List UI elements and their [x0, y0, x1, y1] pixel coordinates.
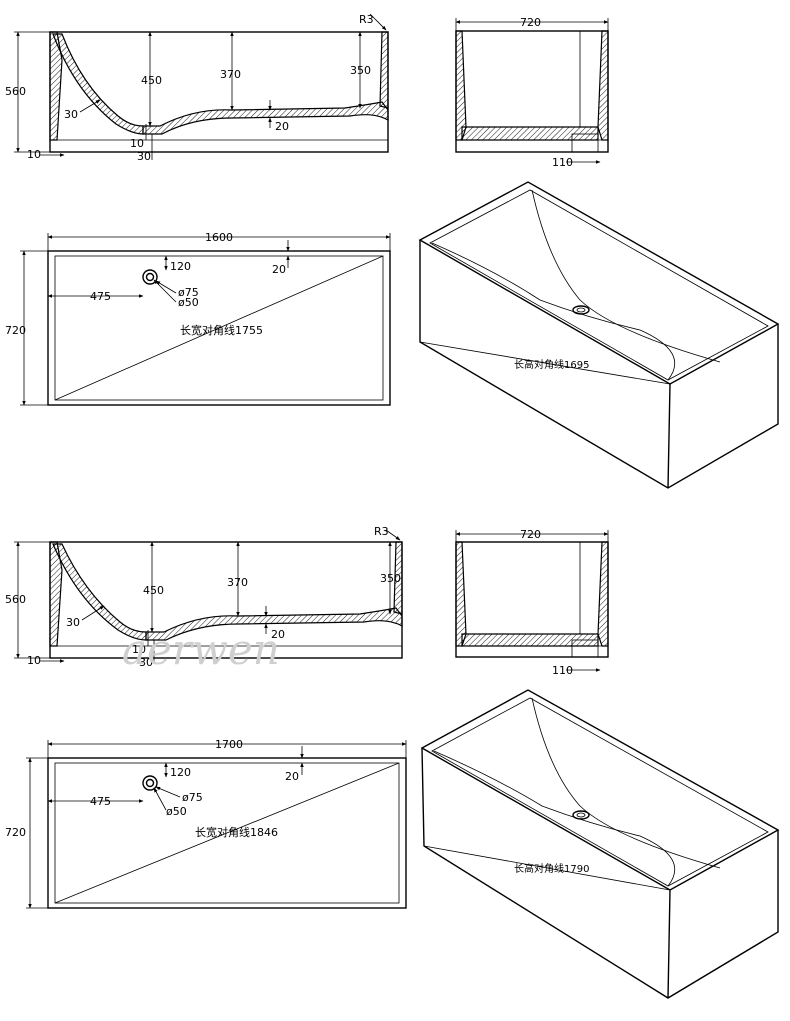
side-section-view-2: 560 450 370 350 R3 30 10 10 30 20 — [5, 525, 403, 669]
iso-diagonal-label: 长高对角线1695 — [514, 358, 589, 371]
side-base-label: 10 — [27, 148, 41, 161]
plan-width-label: 720 — [5, 324, 26, 337]
plan-diagonal-label: 长宽对角线1846 — [195, 825, 278, 839]
plan-drain-y-label: 120 — [170, 260, 191, 273]
front-width-label: 720 — [520, 16, 541, 29]
side-wall-label: 30 — [64, 108, 78, 121]
front-section-view-2: 720 110 — [455, 528, 609, 677]
plan-rim-label: 20 — [272, 263, 286, 276]
side-height-label: 560 — [5, 593, 26, 606]
plan-diagonal-label: 长宽对角线1755 — [180, 323, 263, 337]
side-floor-label: 20 — [275, 120, 289, 133]
plan-length-label: 1700 — [215, 738, 243, 751]
plan-width-label: 720 — [5, 826, 26, 839]
side-depth-mid-label: 370 — [220, 68, 241, 81]
side-base-label: 10 — [27, 654, 41, 667]
isometric-view-1: 长高对角线1695 — [418, 181, 780, 489]
side-radius-label: R3 — [359, 13, 374, 26]
side-depth-mid-label: 370 — [227, 576, 248, 589]
side-height-label: 560 — [5, 85, 26, 98]
front-section-view-1: 720 110 — [455, 16, 609, 169]
front-width-label: 720 — [520, 528, 541, 541]
plan-length-label: 1600 — [205, 231, 233, 244]
side-depth-drain-label: 450 — [143, 584, 164, 597]
side-depth-end-label: 350 — [380, 572, 401, 585]
plan-rim-label: 20 — [285, 770, 299, 783]
side-wall-bottom-label: 10 — [130, 137, 144, 150]
isometric-view-2: 长高对角线1790 — [420, 689, 780, 999]
side-base2-label: 30 — [139, 656, 153, 669]
side-wall-bottom-label: 10 — [132, 643, 146, 656]
plan-view-1: 1600 720 475 120 20 ø75 ø50 长宽对角线1755 — [5, 231, 391, 406]
front-foot-label: 110 — [552, 664, 573, 677]
plan-drain-outer-label: ø75 — [182, 791, 203, 804]
plan-drain-inner-label: ø50 — [178, 296, 199, 309]
plan-drain-y-label: 120 — [170, 766, 191, 779]
front-foot-label: 110 — [552, 156, 573, 169]
plan-drain-x-label: 475 — [90, 290, 111, 303]
plan-view-2: 1700 720 475 120 20 ø75 ø50 长宽对角线1846 — [5, 738, 407, 909]
side-radius-label: R3 — [374, 525, 389, 538]
side-base2-label: 30 — [137, 150, 151, 163]
side-floor-label: 20 — [271, 628, 285, 641]
iso-diagonal-label: 长高对角线1790 — [514, 862, 589, 875]
plan-drain-outer-label: ø75 — [178, 286, 199, 299]
side-section-view-1: 560 450 370 350 R3 30 10 10 30 20 — [5, 13, 389, 163]
side-wall-label: 30 — [66, 616, 80, 629]
watermark-text: aerwen — [122, 625, 280, 674]
side-depth-end-label: 350 — [350, 64, 371, 77]
plan-drain-x-label: 475 — [90, 795, 111, 808]
plan-drain-inner-label: ø50 — [166, 805, 187, 818]
side-depth-drain-label: 450 — [141, 74, 162, 87]
